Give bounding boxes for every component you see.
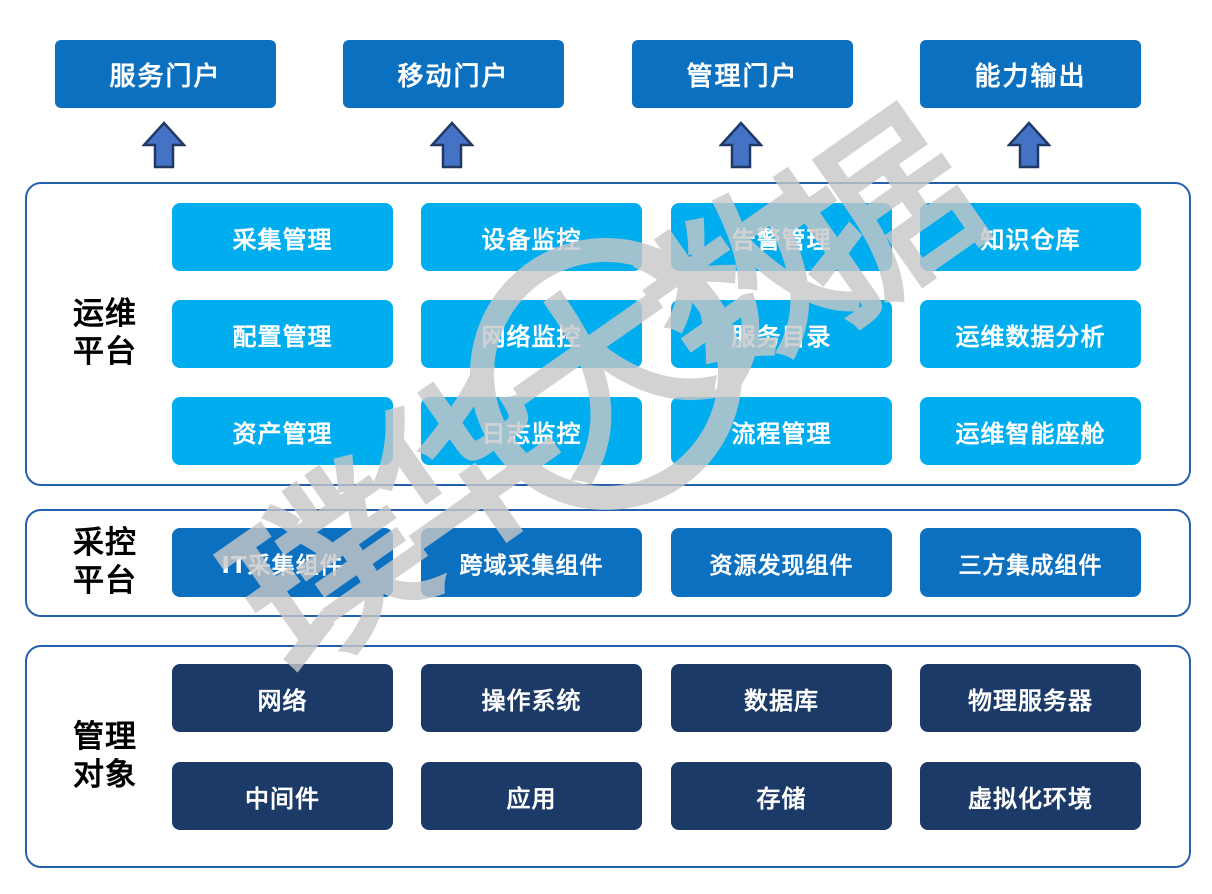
- managed-cell-application: 应用: [421, 762, 642, 830]
- managed-objects-panel: 管理 对象 网络 操作系统 数据库 物理服务器 中间件 应用 存储 虚拟化环境: [25, 645, 1191, 868]
- portal-mobile: 移动门户: [343, 40, 564, 108]
- cell-label: 中间件: [245, 784, 320, 813]
- cell-label: 告警管理: [731, 225, 832, 254]
- managed-cell-virtualization: 虚拟化环境: [920, 762, 1141, 830]
- ops-platform-panel: 运维 平台 采集管理 设备监控 告警管理 知识仓库 配置管理 网络监控 服务目录…: [25, 182, 1191, 486]
- collect-platform-label: 采控 平台: [73, 525, 137, 599]
- up-arrow-icon: [719, 121, 763, 169]
- managed-cell-network: 网络: [172, 664, 393, 732]
- ops-cell-device-monitor: 设备监控: [421, 203, 642, 271]
- managed-cell-middleware: 中间件: [172, 762, 393, 830]
- managed-cell-os: 操作系统: [421, 664, 642, 732]
- cell-label: 设备监控: [481, 225, 582, 254]
- cell-label: 运维数据分析: [955, 322, 1106, 351]
- managed-cell-physical-server: 物理服务器: [920, 664, 1141, 732]
- ops-cell-network-monitor: 网络监控: [421, 300, 642, 368]
- cell-label: 服务目录: [731, 322, 832, 351]
- cell-label: 物理服务器: [968, 686, 1093, 715]
- cell-label: 知识仓库: [980, 225, 1081, 254]
- cell-label: 资源发现组件: [709, 552, 854, 579]
- managed-objects-label: 管理 对象: [73, 718, 137, 793]
- managed-cell-storage: 存储: [671, 762, 892, 830]
- cell-label: 操作系统: [481, 686, 582, 715]
- collect-platform-panel: 采控 平台 IT采集组件 跨域采集组件 资源发现组件 三方集成组件: [25, 509, 1191, 617]
- ops-cell-config-mgmt: 配置管理: [172, 300, 393, 368]
- ops-cell-process-mgmt: 流程管理: [671, 397, 892, 465]
- collect-cell-it-collector: IT采集组件: [172, 528, 393, 597]
- collect-cell-thirdparty-integration: 三方集成组件: [920, 528, 1141, 597]
- cell-label: 流程管理: [731, 419, 832, 448]
- cell-label: 存储: [756, 784, 807, 813]
- cell-label: 运维智能座舱: [955, 419, 1106, 448]
- portal-service-label: 服务门户: [109, 61, 222, 92]
- cell-label: 网络监控: [481, 322, 582, 351]
- portal-capability-label: 能力输出: [974, 61, 1087, 92]
- cell-label: 数据库: [744, 686, 819, 715]
- ops-cell-knowledge-base: 知识仓库: [920, 203, 1141, 271]
- ops-cell-log-monitor: 日志监控: [421, 397, 642, 465]
- up-arrow-icon: [430, 121, 474, 169]
- portal-admin: 管理门户: [632, 40, 853, 108]
- portal-service: 服务门户: [55, 40, 276, 108]
- up-arrow-icon: [142, 121, 186, 169]
- collect-cell-crossdomain-collector: 跨域采集组件: [421, 528, 642, 597]
- ops-cell-smart-cockpit: 运维智能座舱: [920, 397, 1141, 465]
- cell-label: 虚拟化环境: [968, 784, 1093, 813]
- ops-platform-label: 运维 平台: [73, 296, 137, 370]
- ops-cell-alarm-mgmt: 告警管理: [671, 203, 892, 271]
- portal-capability: 能力输出: [920, 40, 1141, 108]
- ops-cell-collection-mgmt: 采集管理: [172, 203, 393, 271]
- ops-cell-asset-mgmt: 资产管理: [172, 397, 393, 465]
- cell-label: 配置管理: [232, 322, 333, 351]
- cell-label: 采集管理: [232, 225, 333, 254]
- cell-label: 资产管理: [232, 419, 333, 448]
- ops-cell-data-analysis: 运维数据分析: [920, 300, 1141, 368]
- portal-mobile-label: 移动门户: [397, 61, 510, 92]
- cell-label: 应用: [506, 784, 557, 813]
- managed-cell-database: 数据库: [671, 664, 892, 732]
- cell-label: 日志监控: [481, 419, 582, 448]
- cell-label: 三方集成组件: [958, 552, 1103, 579]
- cell-label: 网络: [257, 686, 308, 715]
- cell-label: IT采集组件: [221, 552, 344, 579]
- up-arrow-icon: [1007, 121, 1051, 169]
- ops-cell-service-catalog: 服务目录: [671, 300, 892, 368]
- cell-label: 跨域采集组件: [459, 552, 604, 579]
- portal-admin-label: 管理门户: [686, 61, 799, 92]
- collect-cell-resource-discovery: 资源发现组件: [671, 528, 892, 597]
